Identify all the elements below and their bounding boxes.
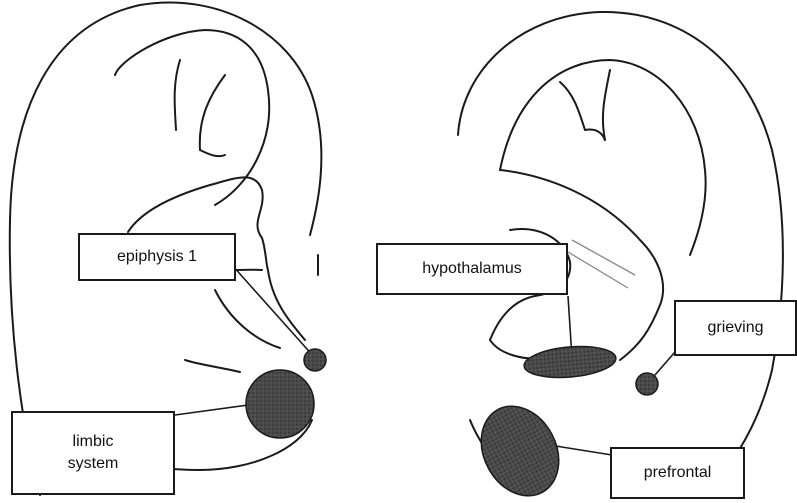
left-ear-notch	[185, 360, 240, 372]
right-ear-fold-1	[560, 82, 585, 130]
left-ear-fold-1	[175, 60, 180, 130]
hypothalamus-label: hypothalamus	[376, 243, 568, 295]
hypothalamus-point	[523, 343, 617, 381]
right-ear-fold-3	[585, 129, 605, 140]
grieving-label-text: grieving	[707, 317, 763, 339]
limbic-system-label: limbic system	[11, 411, 175, 495]
grieving-label: grieving	[674, 300, 797, 356]
left-ear-inner-helix	[115, 30, 269, 205]
prefrontal-point	[466, 393, 574, 503]
limbic-system-point	[246, 370, 314, 438]
left-ear-lobe-ridge	[215, 290, 280, 348]
hypothalamus-label-text: hypothalamus	[422, 258, 522, 280]
left-ear-fold-3	[200, 150, 225, 156]
epiphysis-label-text: epiphysis 1	[117, 246, 197, 268]
epiphysis-point	[304, 349, 326, 371]
limbic-label-line2: system	[68, 453, 119, 475]
prefrontal-label-text: prefrontal	[644, 462, 712, 484]
limbic-label-line1: limbic	[73, 431, 114, 453]
leader-epiphysis	[232, 265, 315, 358]
prefrontal-label: prefrontal	[610, 447, 745, 499]
right-ear-inner-helix	[500, 60, 706, 255]
left-ear-fold-2	[200, 75, 225, 150]
epiphysis-label: epiphysis 1	[78, 233, 236, 281]
grieving-point	[636, 373, 658, 395]
right-ear-fold-2	[603, 70, 610, 140]
right-ear-dashes	[568, 240, 635, 288]
